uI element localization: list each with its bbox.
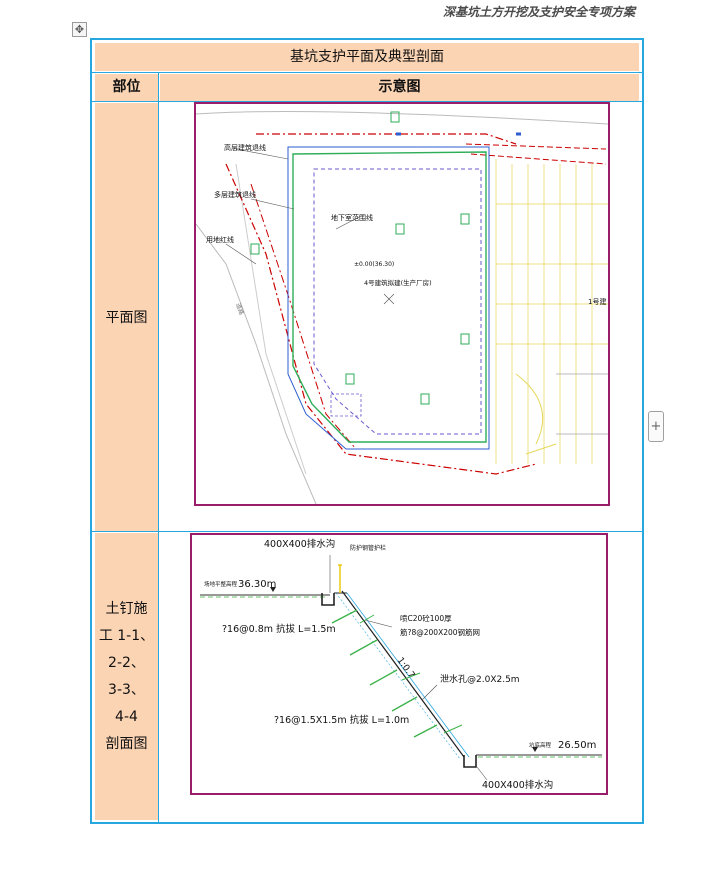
column-divider [158,72,159,822]
row-label-plan-text: 平面图 [105,310,148,326]
row-label-line: 土钉施 [105,600,148,617]
label-elevation: ±0.00(36.30) [354,261,394,268]
label-shotcrete: 喷C20砼100厚 [400,613,452,623]
row-divider [92,101,642,102]
label-building: 4号建筑拟建(生产厂房) [364,278,432,287]
label-building-1: 1号建 [588,297,606,306]
label-top-drain: 400X400排水沟 [264,538,335,550]
label-high-rise-setback: 高层建筑退线 [224,143,266,152]
document-header-title: 深基坑土方开挖及支护安全专项方案 [442,5,635,19]
support-plan-table: 基坑支护平面及典型剖面 部位 示意图 平面图 土钉施 工 1-1、 2-2、 3… [90,38,644,824]
label-pit-elev: 26.50m [558,740,596,751]
row-divider [92,72,642,73]
table-move-handle-icon[interactable]: ✥ [72,22,87,37]
label-pit-elev-text: 坑底高程 [529,741,552,749]
row-label-line: 2-2、 [108,654,145,671]
label-road: 道路 [234,302,246,316]
row-divider [92,531,642,532]
row-label-section-text: 土钉施 工 1-1、 2-2、 3-3、 4-4 剖面图 [99,596,154,758]
column-header-part: 部位 [95,74,158,101]
label-nail-upper: ?16@0.8m 抗拔 L=1.5m [222,623,336,635]
plan-drawing-svg: 高层建筑退线 多层建筑退线 用地红线 地下室范围线 ±0.00(36.30) 4… [195,111,609,505]
label-red-line: 用地红线 [206,235,234,244]
row-label-plan: 平面图 [95,103,158,531]
row-label-line: 剖面图 [105,735,148,752]
row-label-line: 4-4 [115,708,138,725]
row-label-line: 工 1-1、 [98,627,155,644]
row-label-line: 3-3、 [108,681,145,698]
add-column-button-icon[interactable]: + [648,411,664,442]
plan-drawing-image: 高层建筑退线 多层建筑退线 用地红线 地下室范围线 ±0.00(36.30) 4… [194,102,610,506]
label-bottom-drain: 400X400排水沟 [482,779,553,791]
label-railing: 防护钢管护栏 [350,544,386,552]
label-nail-lower: ?16@1.5X1.5m 抗拔 L=1.0m [274,714,409,726]
section-drawing-image: 400X400排水沟 防护钢管护栏 场地平整高程 36.30m 喷C20砼100… [190,533,608,795]
row-label-section: 土钉施 工 1-1、 2-2、 3-3、 4-4 剖面图 [95,533,158,820]
column-header-diagram: 示意图 [160,74,639,101]
table-title: 基坑支护平面及典型剖面 [95,43,639,71]
label-ground-elev: 36.30m [238,579,276,590]
section-drawing-svg: 400X400排水沟 防护钢管护栏 场地平整高程 36.30m 喷C20砼100… [200,538,602,791]
label-drain-pipe: 泄水孔@2.0X2.5m [440,673,520,685]
label-multi-storey-setback: 多层建筑退线 [214,190,256,199]
label-mesh: 筋?8@200X200钢筋网 [400,627,480,637]
label-basement-outline: 地下室范围线 [331,213,373,222]
label-ground-elev-text: 场地平整高程 [204,580,238,588]
